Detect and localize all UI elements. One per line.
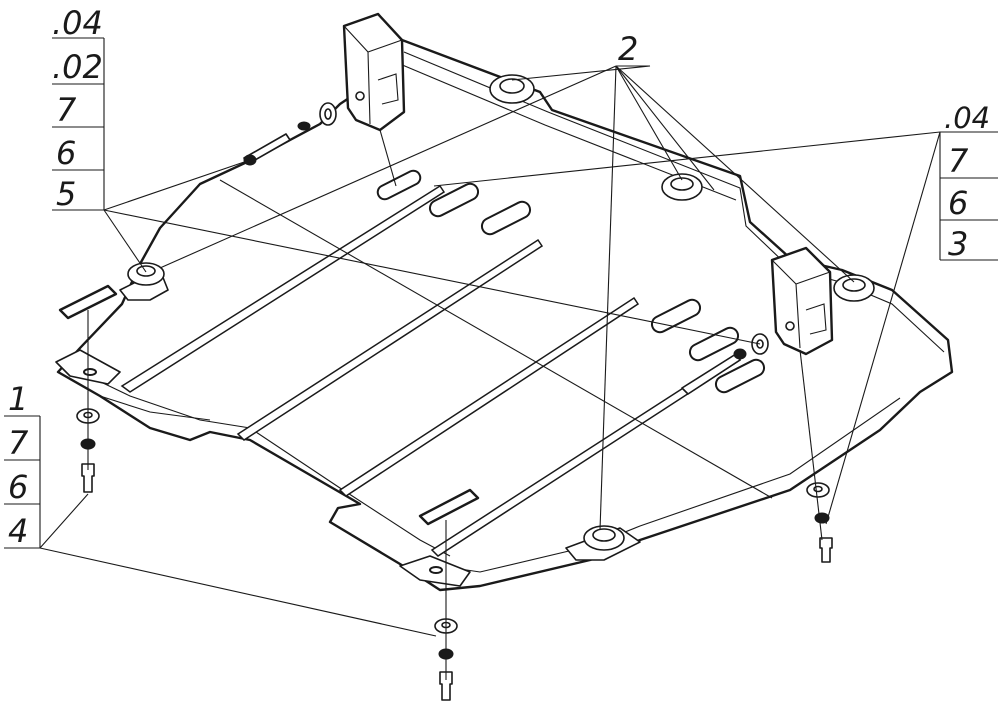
callout-label: 1 xyxy=(8,380,28,418)
assembly-axes xyxy=(87,129,823,680)
callout-label: 7 xyxy=(56,91,77,129)
boss-rear-1 xyxy=(489,74,535,104)
rib-2 xyxy=(236,238,544,441)
bracket-right xyxy=(770,246,834,356)
clamp-plate-front xyxy=(418,488,480,526)
boss-left xyxy=(119,262,169,301)
callout-label: .04 xyxy=(944,101,990,135)
callout-right: .04 7 6 3 xyxy=(939,101,998,263)
callout-label: 6 xyxy=(8,468,28,506)
callout-top-center: 2 xyxy=(616,30,650,68)
slot xyxy=(714,358,766,394)
side-flange xyxy=(99,395,211,421)
leader-lines xyxy=(39,65,941,637)
clamp-plate-left xyxy=(58,284,118,320)
slot xyxy=(480,200,532,236)
stiffening-ribs xyxy=(120,184,742,557)
callout-label: 6 xyxy=(56,134,76,172)
callout-label: 7 xyxy=(948,142,969,180)
bracket-left xyxy=(342,12,406,132)
mounting-bosses xyxy=(119,74,875,561)
bolt-top-left xyxy=(243,102,337,166)
callout-label: 5 xyxy=(56,175,76,213)
rib-1 xyxy=(120,184,446,393)
slot xyxy=(688,326,740,362)
boss-front xyxy=(565,525,641,561)
callout-label: 2 xyxy=(618,30,638,68)
callout-label: .04 xyxy=(52,4,103,42)
slot xyxy=(428,182,480,218)
boss-rear-3 xyxy=(833,274,875,302)
fastener-stack-right xyxy=(806,482,833,563)
boss-rear-2 xyxy=(661,173,703,201)
rear-flange xyxy=(403,51,945,353)
callout-label: 4 xyxy=(8,512,28,550)
callout-label: .02 xyxy=(52,48,103,86)
slot xyxy=(376,169,422,201)
callout-bottom-left: 1 7 6 4 xyxy=(4,380,41,550)
plate-outline xyxy=(56,38,954,592)
callout-label: 6 xyxy=(948,184,968,222)
callout-top-left: .04 .02 7 6 5 xyxy=(52,4,105,213)
fasteners xyxy=(76,102,833,701)
callout-label: 7 xyxy=(8,424,29,462)
callout-label: 3 xyxy=(948,225,968,263)
